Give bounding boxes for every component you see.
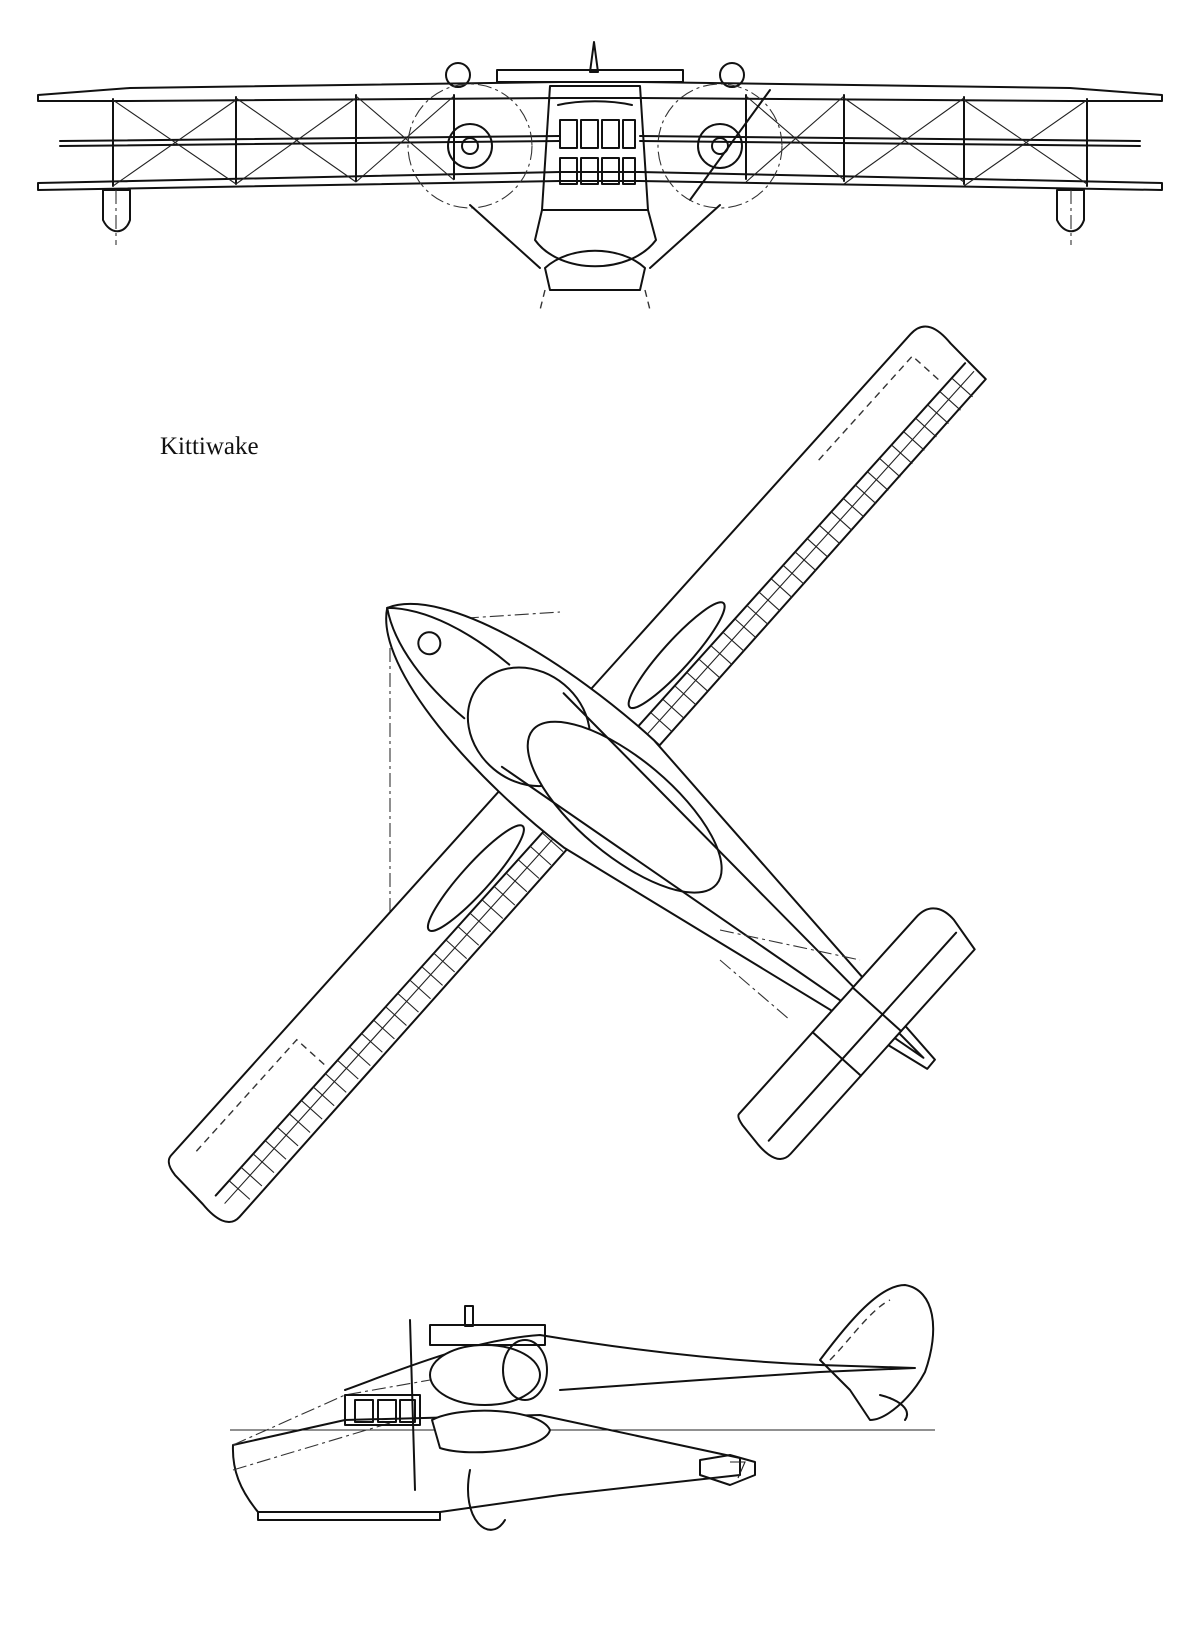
figure-caption: Kittiwake [160, 433, 259, 460]
front-view [37, 41, 1163, 311]
plan-view [167, 325, 987, 1223]
side-view [230, 1284, 935, 1531]
